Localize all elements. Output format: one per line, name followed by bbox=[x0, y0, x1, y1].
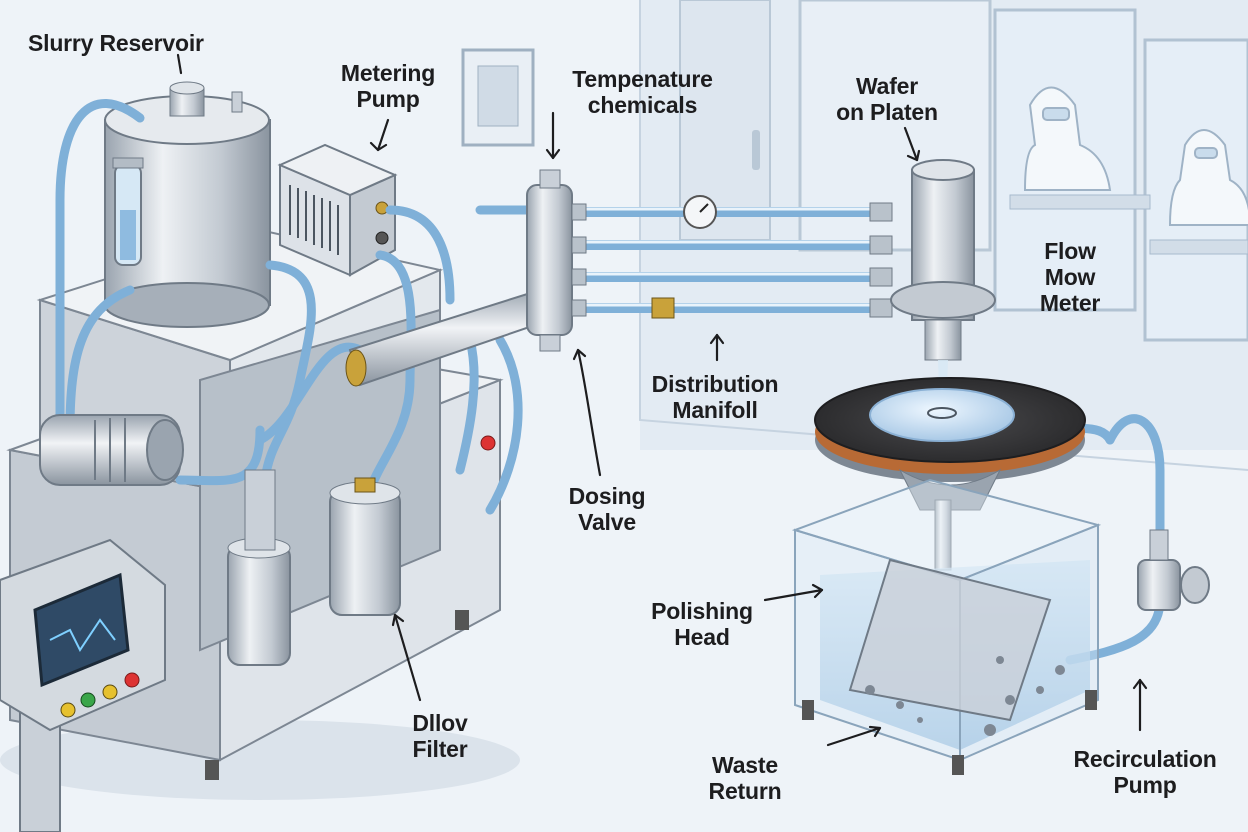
platen bbox=[814, 377, 1086, 571]
label-slurry-reservoir: Slurry Reservoir bbox=[28, 30, 204, 56]
slurry-reservoir-tank bbox=[104, 81, 271, 328]
leader-arrows bbox=[176, 53, 1148, 747]
control-panel bbox=[0, 538, 166, 832]
transfer-lines bbox=[571, 195, 893, 319]
metering-pump-unit bbox=[277, 143, 398, 277]
distribution-manifold-block bbox=[526, 169, 573, 352]
polishing-head-spindle bbox=[890, 159, 996, 415]
filter-canisters bbox=[227, 469, 401, 666]
wafer bbox=[869, 388, 1015, 442]
waste-tank bbox=[791, 478, 1102, 775]
recirculation-pump bbox=[1137, 529, 1210, 611]
motor-assembly bbox=[39, 414, 184, 486]
